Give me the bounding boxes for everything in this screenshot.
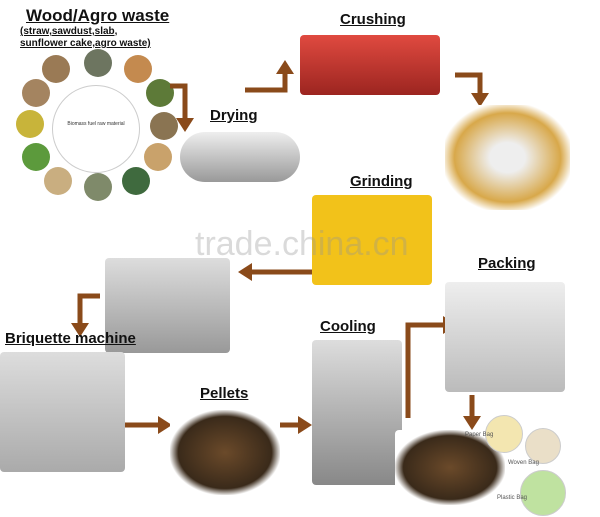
crushing-label: Crushing [340,11,406,28]
arrow-to-briquette [77,293,100,325]
paper-bag-icon [485,415,523,453]
packing-machine [445,282,565,392]
arrow-to-crushing [245,72,288,93]
briquette-machine [0,352,125,472]
cooler-machine [312,340,402,485]
arrow-to-material [455,72,483,95]
raw-material-circle: Biomass fuel raw material [16,49,178,203]
crusher-machine [300,35,440,95]
paper-bag-label: Paper Bag [465,432,494,438]
cooling-label: Cooling [320,318,376,335]
woven-bag-label: Woven Bag [508,460,539,466]
arrow-to-packing [405,322,445,418]
circle-center-label: Biomass fuel raw material [67,121,125,127]
plastic-bag-icon [520,470,566,516]
subtitle-1: (straw,sawdust,slab, [20,26,118,37]
screen-machine [105,258,230,353]
plastic-bag-label: Plastic Bag [497,495,528,501]
grinder-machine [312,195,432,285]
pellets-image [170,410,280,495]
packing-label: Packing [478,255,536,272]
crushed-material [445,105,570,210]
watermark: trade.china.cn [195,225,409,263]
dryer-machine [180,132,300,182]
arrow-to-drying [170,83,188,120]
subtitle-2: sunflower cake,agro waste) [20,38,151,49]
briquette-label: Briquette machine [5,330,136,347]
drying-label: Drying [210,107,258,124]
woven-bag-icon [525,428,561,464]
title: Wood/Agro waste [26,6,170,25]
grinding-label: Grinding [350,173,413,190]
pellets-label: Pellets [200,385,249,402]
